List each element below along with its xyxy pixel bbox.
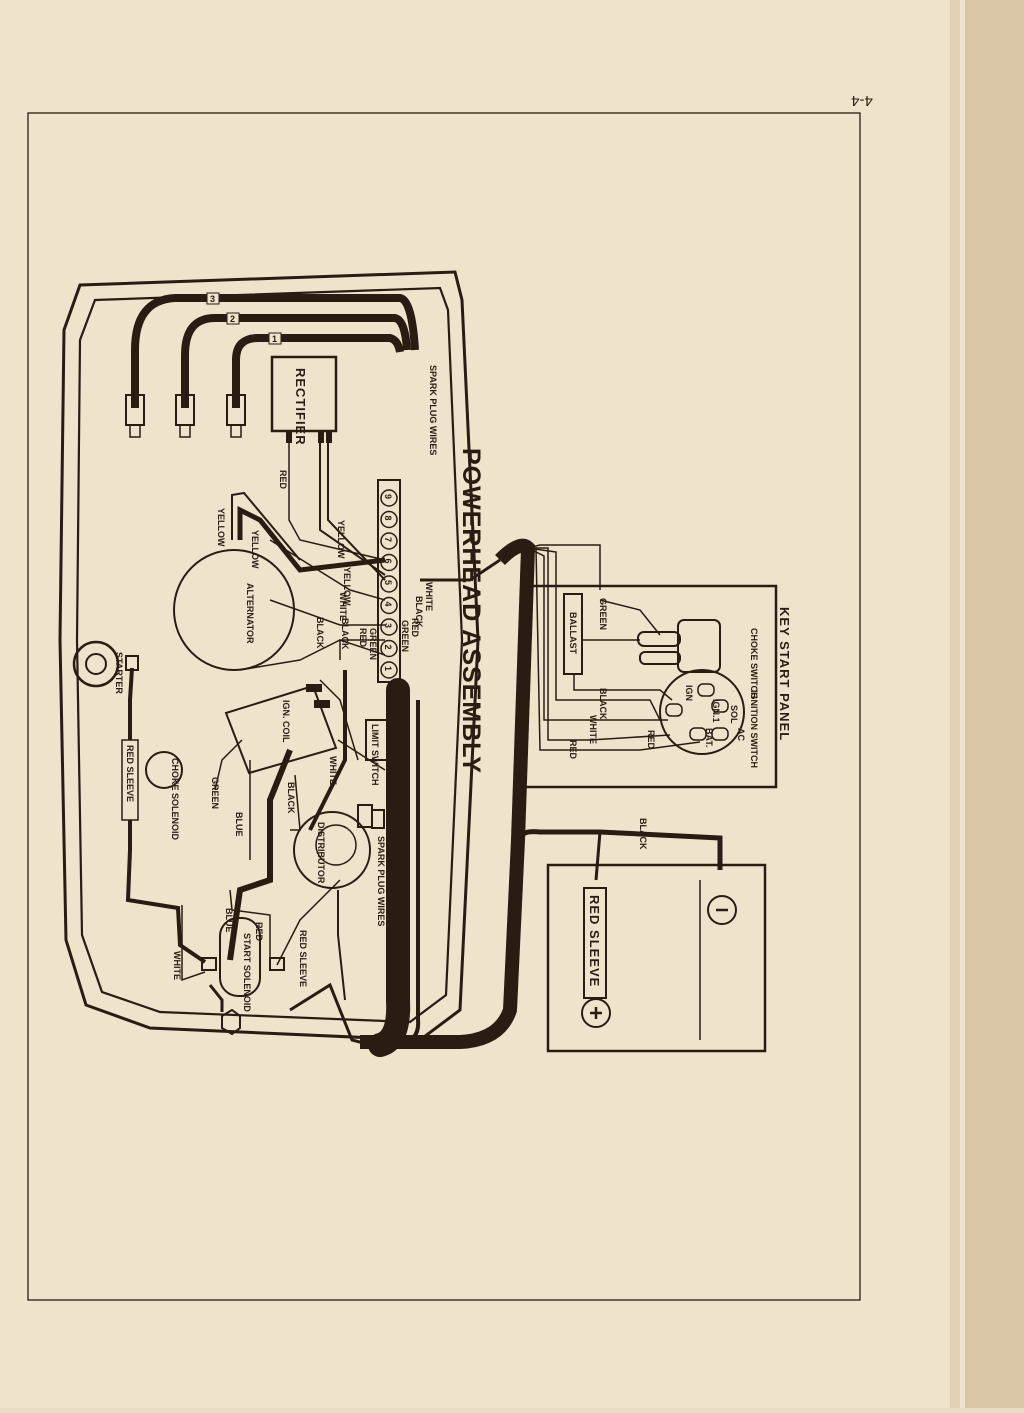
spark-plug-2 [175,314,411,438]
wire-label-red: RED [568,740,578,760]
wire-label-white: WHITE [424,582,434,611]
choke-switch [637,619,721,673]
ign-coil: IGN. COIL [224,684,338,775]
wire-label-red: RED [646,730,656,750]
wire-label-green: GREEN [400,620,410,652]
terminal-number: 4 [383,602,393,607]
terminal-ac: AC [736,728,746,741]
terminal-strip [377,479,401,683]
wire-label-red: RED [358,628,368,648]
wire-label-black: BLACK [315,617,325,649]
starter-red-sleeve [121,739,139,821]
wire-label-white: WHITE [588,715,598,744]
wire-label-white: WHITE [328,756,338,785]
alternator: ALTERNATOR [173,549,295,671]
battery-red-sleeve-label: RED SLEEVE [587,895,602,987]
wire-label-blue: BLUE [234,812,244,837]
terminal-circle [380,532,398,550]
starter-red-sleeve-label: RED SLEEVE [125,745,135,802]
spark-plug-wires-label-distributor: SPARK PLUG WIRES [376,836,386,926]
terminal-circle [380,489,398,507]
alternator-label: ALTERNATOR [245,583,255,644]
spark-plug-1 [226,334,404,438]
limit-switch-label: LIMIT SWITCH [370,724,380,786]
diagram-frame [27,112,861,1301]
key-start-panel: KEY START PANEL CHOKE SWITCH IGNITION SW… [520,584,792,789]
key-start-panel-title: KEY START PANEL [777,607,792,741]
powerhead-wires [125,443,391,1052]
terminal-number: 5 [383,580,393,585]
plug-number-tags: 3 2 1 [206,292,282,345]
terminal-number: 9 [383,494,393,499]
terminal-circle [380,661,398,679]
terminal-number: 7 [383,537,393,542]
terminal-ign: IGN [684,685,694,701]
start-solenoid-label: START SOLENOID [242,933,252,1012]
battery-negative-terminal [707,895,737,925]
start-solenoid: START SOLENOID [201,917,285,1036]
plug-number-1: 1 [272,334,277,344]
wire-label-yellow: YELLOW [216,508,226,547]
wire-label-red: RED [410,618,420,638]
page-number: 4-4 [851,92,873,109]
plug-number-3: 3 [210,294,215,304]
wire-label-yellow: YELLOW [336,520,346,559]
terminal-circle [380,618,398,636]
wire-label-blue: BLUE [224,908,234,933]
spark-plug-wires-label-top: SPARK PLUG WIRES [428,365,438,455]
terminal-ign1: IGN.1 [711,699,721,723]
terminal-circle [380,639,398,658]
wire-label-green: GREEN [368,628,378,660]
starter-label: STARTER [114,652,124,694]
battery-panel: RED SLEEVE [546,863,767,1053]
terminal-circle [380,596,398,615]
cable-harness [360,538,723,1057]
choke-solenoid-label: CHOKE SOLENOID [170,758,180,841]
wire-label-red: RED [278,470,288,490]
plug-number-2: 2 [230,314,235,324]
rectifier-label: RECTIFIER [293,368,308,446]
ignition-switch: SOL IGN.1 AC IGN BAT. [659,669,746,755]
wire-label-red-sleeve: RED SLEEVE [298,930,308,987]
choke-solenoid: CHOKE SOLENOID [145,751,183,841]
spark-plug-3 [125,294,419,438]
ign-coil-label: IGN. COIL [281,700,291,743]
wire-label-black: BLACK [286,782,296,814]
rectifier: RECTIFIER [270,355,338,446]
terminal-number: 8 [383,516,393,521]
terminal-number: 1 [383,666,393,671]
powerhead-outline-inner [75,286,464,1024]
terminal-number: 2 [383,645,393,650]
wire-label-black: BLACK [414,596,424,628]
powerhead-outline-outer [58,270,480,1042]
terminal-sol: SOL [729,705,739,724]
wire-label-yellow: YELLOW [342,567,352,606]
ballast: BALLAST [563,593,583,675]
ignition-switch-label: IGNITION SWITCH [749,690,759,768]
ballast-label: BALLAST [568,612,578,654]
wire-label-black: BLACK [638,818,648,850]
panel-wires [573,599,701,751]
page-title: POWERHEAD ASSEMBLY [457,448,485,774]
distributor-label: DISTRIBUTOR [316,822,326,884]
terminal-number: 6 [383,559,393,564]
wire-label-white: WHITE [338,592,348,621]
choke-switch-label: CHOKE SWITCH [749,628,759,699]
wire-label-green: GREEN [210,777,220,809]
terminal-bat: BAT. [704,728,714,747]
page-paper [0,0,965,1408]
wire-label-red: RED [254,922,264,942]
terminal-circle [380,575,398,593]
wire-label-black: BLACK [598,688,608,720]
wire-label-green: GREEN [598,598,608,630]
terminal-number: 3 [383,623,393,628]
wire-label-white: WHITE [172,951,182,980]
terminal-circle [380,510,398,529]
wire-label-yellow: YELLOW [250,530,260,569]
wire-label-black: BLACK [340,618,350,650]
